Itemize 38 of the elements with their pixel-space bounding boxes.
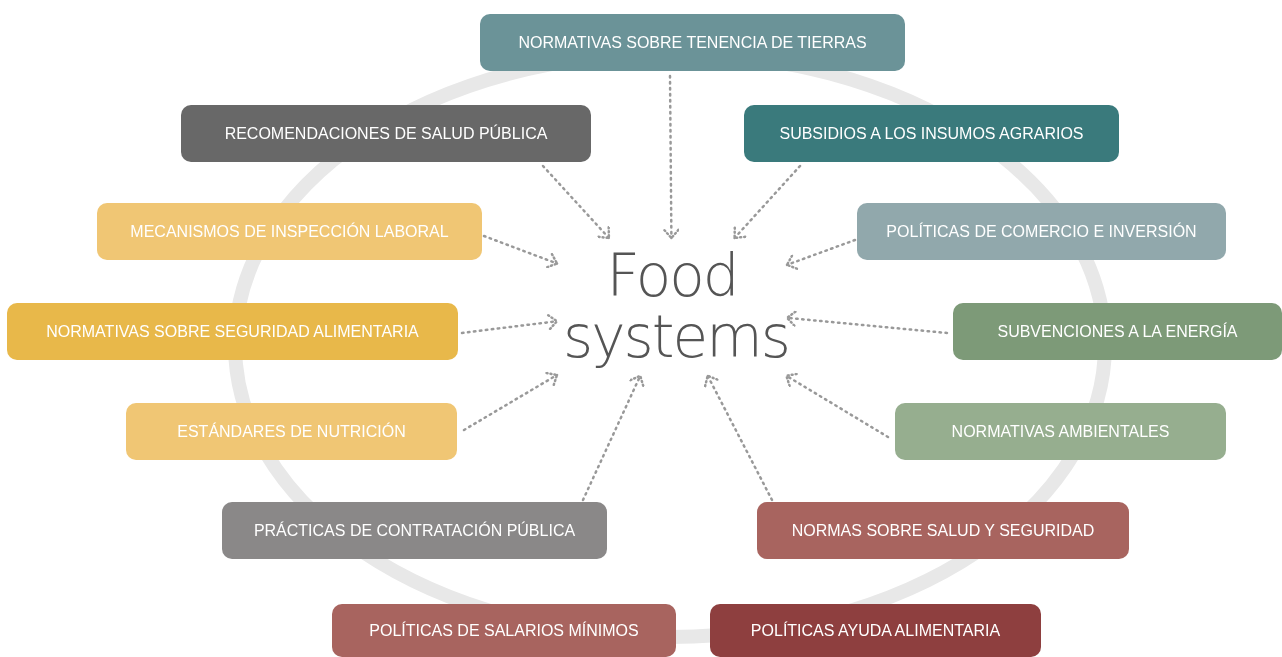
box-label: SUBVENCIONES A LA ENERGÍA — [997, 322, 1238, 341]
box-label: NORMATIVAS SOBRE SEGURIDAD ALIMENTARIA — [46, 322, 419, 341]
dotted-arrow — [733, 164, 802, 240]
dotted-arrow — [785, 310, 949, 335]
policy-box — [126, 403, 457, 460]
dotted-arrow — [663, 74, 680, 240]
box-label: SUBSIDIOS A LOS INSUMOS AGRARIOS — [779, 124, 1084, 143]
box-label: NORMATIVAS AMBIENTALES — [951, 422, 1170, 441]
dotted-arrow — [541, 164, 611, 240]
policy-box — [857, 203, 1226, 260]
box-label: PRÁCTICAS DE CONTRATACIÓN PÚBLICA — [253, 521, 576, 540]
policy-box — [97, 203, 482, 260]
policy-box — [7, 303, 458, 360]
box-label: RECOMENDACIONES DE SALUD PÚBLICA — [224, 124, 548, 143]
dotted-arrow — [462, 371, 559, 432]
box-label: POLÍTICAS DE COMERCIO E INVERSIÓN — [886, 222, 1197, 241]
box-label: NORMAS SOBRE SALUD Y SEGURIDAD — [791, 521, 1095, 540]
policy-box — [953, 303, 1282, 360]
policy-box — [480, 14, 905, 71]
dotted-arrow — [460, 314, 559, 335]
dotted-arrow — [785, 372, 890, 439]
box-label: MECANISMOS DE INSPECCIÓN LABORAL — [130, 222, 449, 241]
policy-box — [181, 105, 591, 162]
dotted-arrow — [581, 374, 645, 502]
dotted-arrow — [785, 238, 857, 270]
box-label: POLÍTICAS AYUDA ALIMENTARIA — [750, 621, 1001, 640]
policy-box — [895, 403, 1226, 460]
policy-box — [222, 502, 607, 559]
box-label: NORMATIVAS SOBRE TENENCIA DE TIERRAS — [518, 33, 867, 52]
policy-box — [757, 502, 1129, 559]
box-label: ESTÁNDARES DE NUTRICIÓN — [177, 422, 406, 441]
policy-box — [332, 604, 676, 657]
box-label: POLÍTICAS DE SALARIOS MÍNIMOS — [369, 621, 639, 640]
dotted-arrow — [482, 234, 559, 269]
center-label: Food systems — [557, 238, 787, 376]
dotted-arrow — [703, 374, 774, 502]
policy-box — [744, 105, 1119, 162]
policy-box — [710, 604, 1041, 657]
